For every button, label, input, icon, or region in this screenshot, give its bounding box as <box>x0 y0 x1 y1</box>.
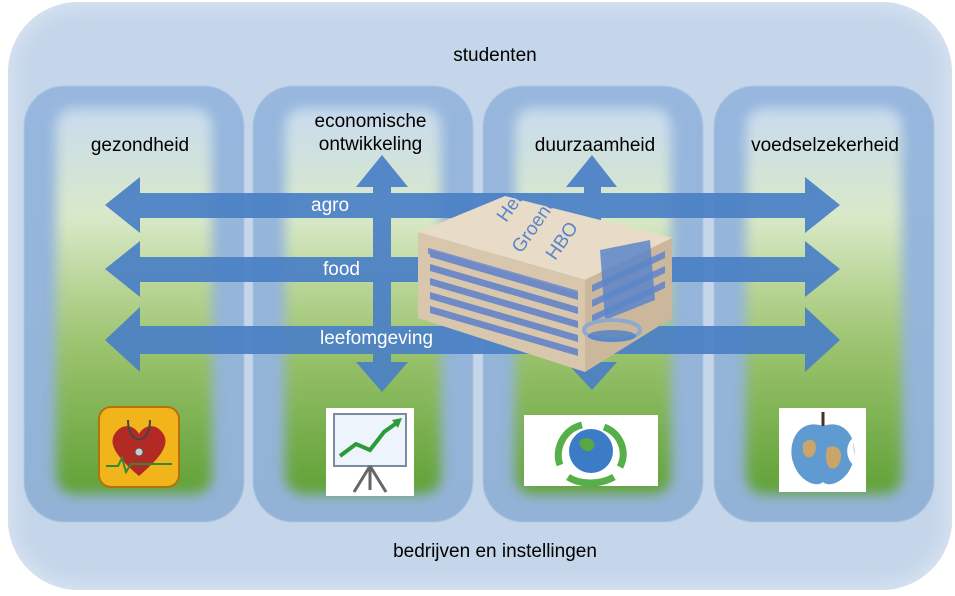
horizontal-arrow-agro <box>105 177 840 233</box>
top-label: studenten <box>453 45 537 66</box>
arrow-label-leefomgeving: leefomgeving <box>320 328 434 349</box>
apple-globe-icon <box>779 408 866 492</box>
column-label-duurzaamheid: duurzaamheid <box>534 135 656 156</box>
column-label-gezondheid: gezondheid <box>90 135 190 156</box>
column-label-voedselzekerheid: voedselzekerheid <box>751 135 899 156</box>
horizontal-arrow-leefomgeving <box>105 307 840 372</box>
arrow-label-agro: agro <box>311 195 350 216</box>
recycling-globe-icon <box>524 415 658 486</box>
bottom-label: bedrijven en instellingen <box>393 541 597 562</box>
heart-stethoscope-icon <box>98 406 180 488</box>
column-label-economische-ontwikkeling: economische ontwikkeling <box>314 111 427 155</box>
arrow-label-food: food <box>323 259 360 280</box>
column-gezondheid <box>24 86 244 522</box>
growth-chart-easel-icon <box>326 408 414 496</box>
